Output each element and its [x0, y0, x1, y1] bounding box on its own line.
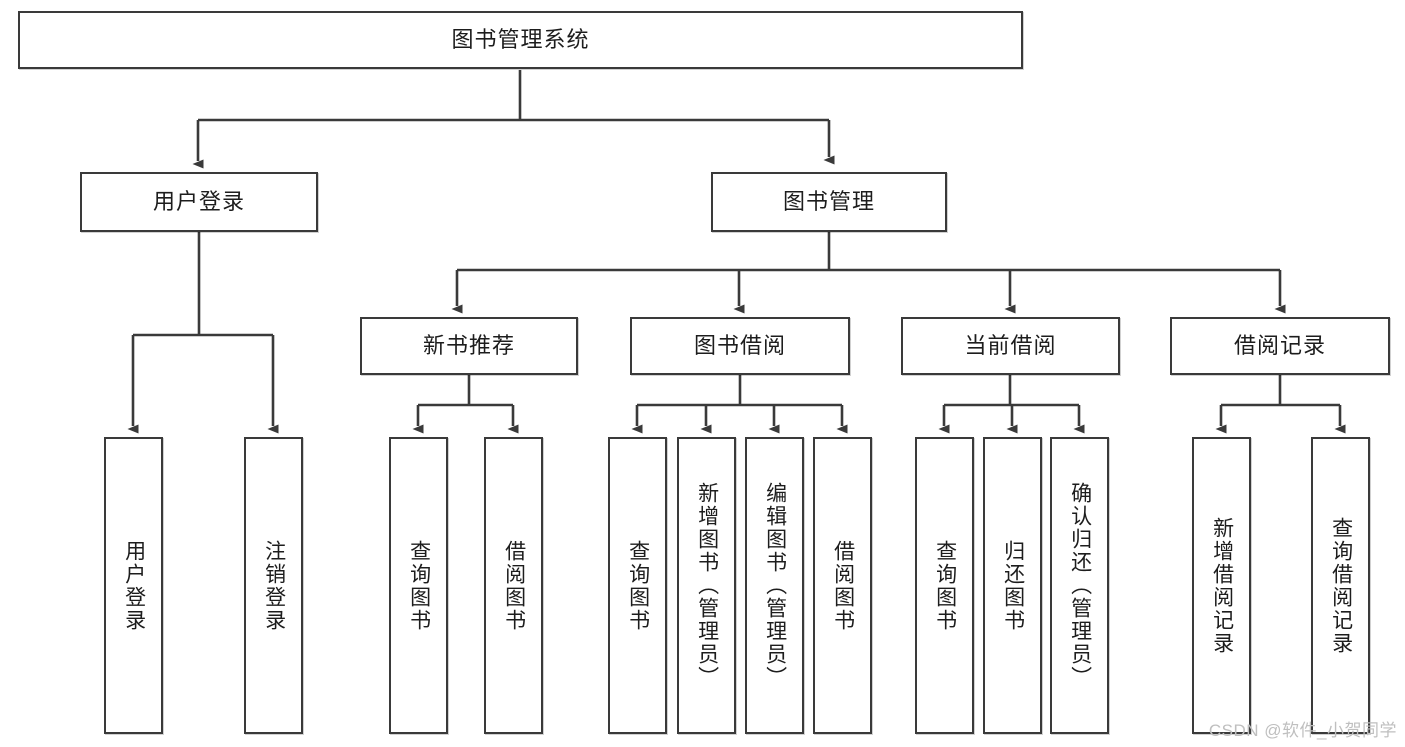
leaf-query-book-1[interactable]: 查询图书	[389, 437, 448, 734]
node-label: 新增借阅记录	[1210, 516, 1234, 655]
leaf-borrow-book-2[interactable]: 借阅图书	[813, 437, 872, 734]
node-label: 借阅记录	[1233, 332, 1326, 358]
node-label: 新增图书（管理员）	[695, 482, 719, 689]
watermark: CSDN @软件_小贺同学	[1208, 721, 1397, 740]
node-label: 查询图书	[626, 539, 650, 632]
node-book-management[interactable]: 图书管理	[711, 172, 947, 232]
leaf-add-book[interactable]: 新增图书（管理员）	[677, 437, 736, 734]
node-root-book-management-system[interactable]: 图书管理系统	[18, 11, 1023, 69]
leaf-logout-login[interactable]: 注销登录	[244, 437, 303, 734]
node-label: 用户登录	[152, 188, 245, 214]
leaf-query-book-2[interactable]: 查询图书	[608, 437, 667, 734]
node-label: 当前借阅	[964, 332, 1057, 358]
node-label: 注销登录	[262, 539, 286, 632]
node-user-login[interactable]: 用户登录	[80, 172, 318, 232]
leaf-user-login[interactable]: 用户登录	[104, 437, 163, 734]
leaf-edit-book[interactable]: 编辑图书（管理员）	[745, 437, 804, 734]
node-borrow-record[interactable]: 借阅记录	[1170, 317, 1390, 375]
node-label: 编辑图书（管理员）	[763, 482, 787, 689]
node-label: 用户登录	[122, 539, 146, 632]
node-label: 确认归还（管理员）	[1068, 482, 1092, 689]
leaf-query-borrow-record[interactable]: 查询借阅记录	[1311, 437, 1370, 734]
node-label: 图书借阅	[693, 332, 786, 358]
node-label: 图书管理	[782, 188, 875, 214]
leaf-borrow-book-1[interactable]: 借阅图书	[484, 437, 543, 734]
node-label: 归还图书	[1001, 539, 1025, 632]
node-label: 查询借阅记录	[1329, 516, 1353, 655]
node-label: 借阅图书	[831, 539, 855, 632]
node-label: 查询图书	[933, 539, 957, 632]
node-label: 图书管理系统	[451, 26, 590, 52]
leaf-return-book[interactable]: 归还图书	[983, 437, 1042, 734]
node-book-borrow[interactable]: 图书借阅	[630, 317, 850, 375]
node-label: 新书推荐	[422, 332, 515, 358]
leaf-query-book-3[interactable]: 查询图书	[915, 437, 974, 734]
node-label: 查询图书	[407, 539, 431, 632]
leaf-confirm-return[interactable]: 确认归还（管理员）	[1050, 437, 1109, 734]
node-label: 借阅图书	[502, 539, 526, 632]
node-current-borrow[interactable]: 当前借阅	[901, 317, 1120, 375]
leaf-add-borrow-record[interactable]: 新增借阅记录	[1192, 437, 1251, 734]
node-new-book-recommend[interactable]: 新书推荐	[360, 317, 578, 375]
